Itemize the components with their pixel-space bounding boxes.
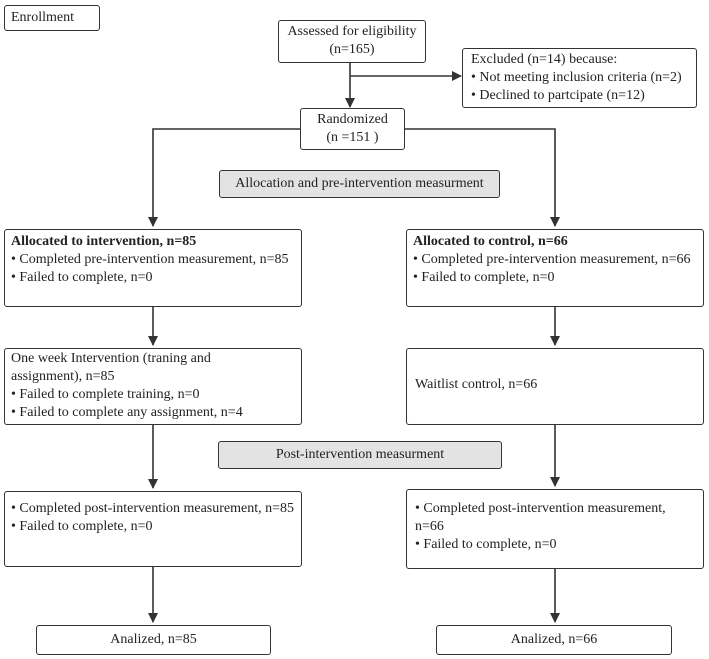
assessed-box: Assessed for eligibility (n=165) bbox=[278, 20, 426, 63]
arrow-randomized-to-intervention bbox=[148, 128, 300, 227]
enrollment-label: Enrollment bbox=[4, 5, 100, 31]
control-pre-completed: • Completed pre-intervention measurement… bbox=[413, 252, 691, 267]
waitlist-box: Waitlist control, n=66 bbox=[406, 348, 704, 425]
excluded-box: Excluded (n=14) because: • Not meeting i… bbox=[462, 48, 697, 108]
randomized-box: Randomized (n =151 ) bbox=[300, 108, 405, 150]
intervention-post-failed: • Failed to complete, n=0 bbox=[11, 519, 153, 534]
control-analyzed-box: Analized, n=66 bbox=[436, 625, 672, 655]
arrow-randomized-to-control bbox=[405, 128, 560, 227]
intervention-analyzed-box: Analized, n=85 bbox=[36, 625, 271, 655]
intervention-week-box: One week Intervention (traning and assig… bbox=[4, 348, 302, 425]
intervention-post-completed: • Completed post-intervention measuremen… bbox=[11, 501, 295, 516]
randomized-count: (n =151 ) bbox=[326, 130, 379, 145]
post-phase-label: Post-intervention measurment bbox=[218, 441, 502, 469]
intervention-post-box: • Completed post-intervention measuremen… bbox=[4, 491, 302, 567]
assessed-count: (n=165) bbox=[329, 42, 375, 57]
control-allocation-box: Allocated to control, n=66 • Completed p… bbox=[406, 229, 704, 307]
allocation-phase-label: Allocation and pre-intervention measurme… bbox=[219, 170, 500, 198]
control-post-box: • Completed post-intervention measuremen… bbox=[406, 489, 704, 569]
intervention-pre-failed: • Failed to complete, n=0 bbox=[11, 270, 153, 285]
control-post-completed: • Completed post-intervention measuremen… bbox=[415, 501, 666, 534]
excluded-reason-1: • Not meeting inclusion criteria (n=2) bbox=[471, 70, 682, 85]
intervention-assignment-failed: • Failed to complete any assignment, n=4 bbox=[11, 405, 243, 420]
excluded-reason-2: • Declined to partcipate (n=12) bbox=[471, 88, 645, 103]
intervention-pre-completed: • Completed pre-intervention measurement… bbox=[11, 252, 289, 267]
intervention-allocation-box: Allocated to intervention, n=85 • Comple… bbox=[4, 229, 302, 307]
randomized-title: Randomized bbox=[317, 112, 388, 127]
control-pre-failed: • Failed to complete, n=0 bbox=[413, 270, 555, 285]
assessed-title: Assessed for eligibility bbox=[287, 24, 417, 39]
intervention-training-failed: • Failed to complete training, n=0 bbox=[11, 387, 200, 402]
intervention-week-title: One week Intervention (traning and assig… bbox=[11, 351, 211, 384]
intervention-allocation-title: Allocated to intervention, n=85 bbox=[11, 234, 197, 249]
waitlist-title: Waitlist control, n=66 bbox=[415, 377, 538, 392]
control-post-failed: • Failed to complete, n=0 bbox=[415, 537, 557, 552]
excluded-title: Excluded (n=14) because: bbox=[471, 52, 618, 67]
control-allocation-title: Allocated to control, n=66 bbox=[413, 234, 568, 249]
